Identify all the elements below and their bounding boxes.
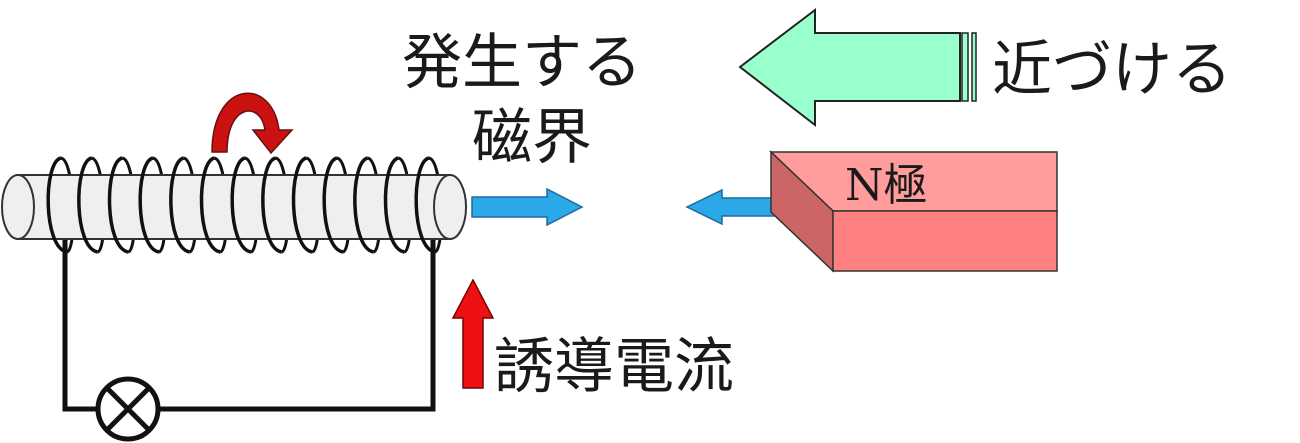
curved-arrow-icon (211, 92, 294, 155)
coil-winding-front (46, 156, 68, 254)
circuit-wire (62, 238, 436, 412)
coil-winding-front (353, 156, 375, 254)
induced-current-label: 誘導電流 (494, 332, 734, 402)
coil-winding-front (107, 156, 130, 254)
approach-arrow (738, 7, 977, 128)
generated-field-label-line1: 発生する (402, 28, 642, 98)
coil-winding-front (138, 156, 160, 254)
coil-front-windings (46, 156, 436, 254)
lamp-cross-icon (95, 376, 161, 442)
generated-field-arrow (471, 187, 584, 227)
magnet-pole-label: N極 (845, 160, 928, 211)
coil-winding-front (230, 156, 252, 254)
coil-winding-front (414, 156, 436, 254)
coil-winding-front (77, 156, 99, 254)
coil-winding-front (291, 156, 314, 254)
coil-winding-front (261, 156, 283, 254)
approach-label: 近づける (992, 35, 1232, 105)
bar-magnet (769, 150, 1058, 273)
induced-current-arrow (451, 278, 495, 389)
coil-winding-front (199, 156, 222, 254)
coil-winding-front (383, 156, 406, 254)
generated-field-label-line2: 磁界 (472, 103, 592, 173)
coil-winding-front (322, 156, 344, 254)
coil-winding-front (169, 156, 191, 254)
